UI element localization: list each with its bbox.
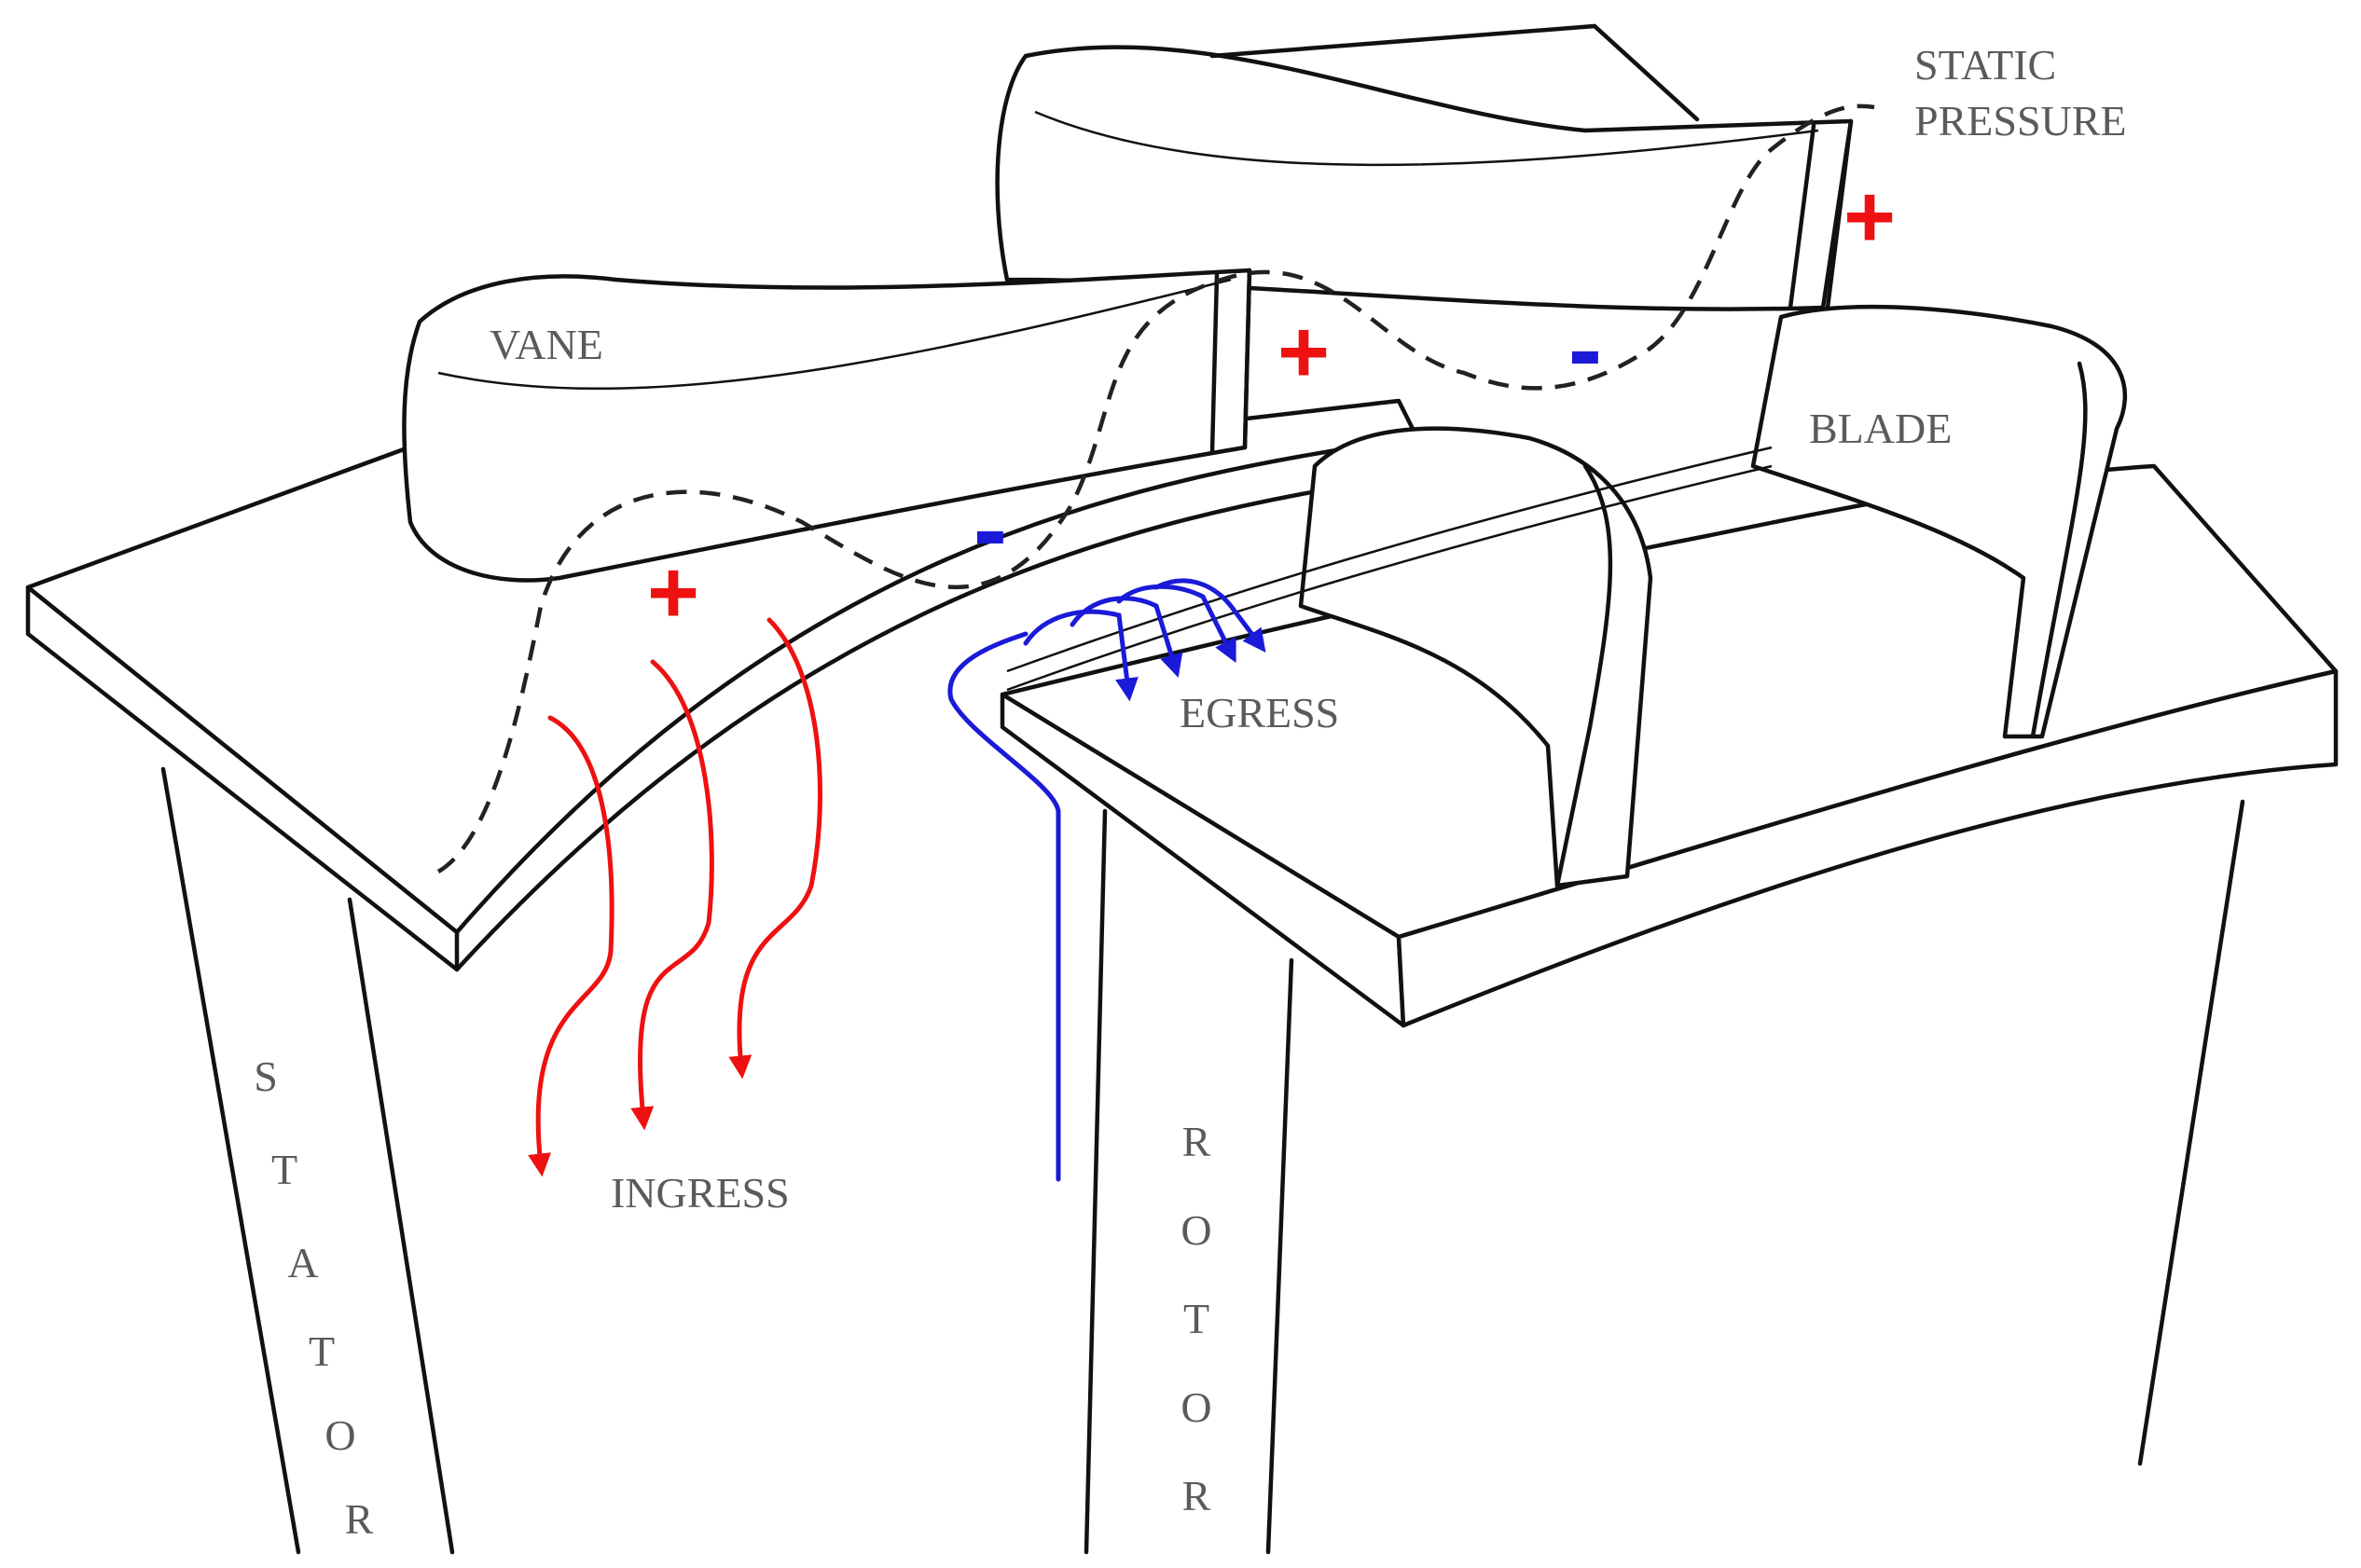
stator-platform-front-edge [454,435,1420,972]
rear-vane-body [995,45,1854,311]
negative-pressure-sign-2: - [1568,292,1603,406]
rotor-letter: R [1182,1118,1211,1165]
egress-arrow-1 [1023,609,1139,702]
ingress-arrow-1 [528,715,614,1177]
front-blade-body [1298,426,1653,888]
static-pressure-label-line1: STATIC [1914,41,2056,89]
rotor-platform-side-face [1396,668,2339,1028]
ingress-flow [528,617,822,1177]
stator-letter: T [271,1146,297,1193]
front-vane [402,268,1252,583]
rear-vane-top-suction [1034,110,1819,167]
stator-letter: T [309,1327,335,1375]
rear-vane-trailing-edge [1788,118,1854,310]
egress-arrow-4 [1153,578,1266,653]
ingress-arrow-2 [630,659,714,1131]
rotor [1000,463,2339,1555]
positive-pressure-sign-3: + [1843,167,1896,267]
static-pressure-label-line2: PRESSURE [1914,97,2127,144]
rear-vane [995,23,1854,311]
egress-flow [947,578,1266,1182]
ingress-label: INGRESS [611,1169,790,1217]
negative-pressure-sign-1: - [973,472,1008,586]
positive-pressure-sign-1: + [647,543,699,642]
stator-letter: S [254,1052,278,1100]
stator-label: S T A T O R [254,1052,373,1543]
front-vane-trailing-edge [1209,268,1252,455]
stator-letter: O [324,1411,355,1459]
rotor-label: R O T O R [1180,1118,1211,1520]
egress-label: EGRESS [1180,689,1339,736]
egress-main [947,631,1061,1182]
rotor-wall-left [1084,808,1294,1555]
positive-pressure-sign-2: + [1277,302,1330,402]
rim-seal-gap [1006,446,1773,692]
front-vane-top-edge [437,278,1232,391]
rear-vane-back [1209,23,1700,122]
front-vane-body [402,268,1252,583]
rotor-letter: O [1180,1383,1211,1431]
rotor-letter: O [1180,1206,1211,1254]
stator-letter: A [287,1239,318,1286]
stator-letter: R [345,1495,374,1543]
ingress-arrow-3 [728,617,822,1080]
vane-label: VANE [490,321,603,368]
rear-blade-body [1750,304,2128,739]
stator [25,398,1420,1555]
rotor-letter: T [1183,1295,1209,1342]
rear-blade [1750,304,2128,739]
rotor-wall-right [2137,799,2245,1466]
static-pressure-curve [436,103,1875,873]
rotor-letter: R [1182,1472,1211,1520]
rear-blade-edge [2030,361,2088,739]
stator-wall [160,766,455,1555]
blade-label: BLADE [1809,405,1952,452]
egress-arrow-2 [1070,596,1183,678]
